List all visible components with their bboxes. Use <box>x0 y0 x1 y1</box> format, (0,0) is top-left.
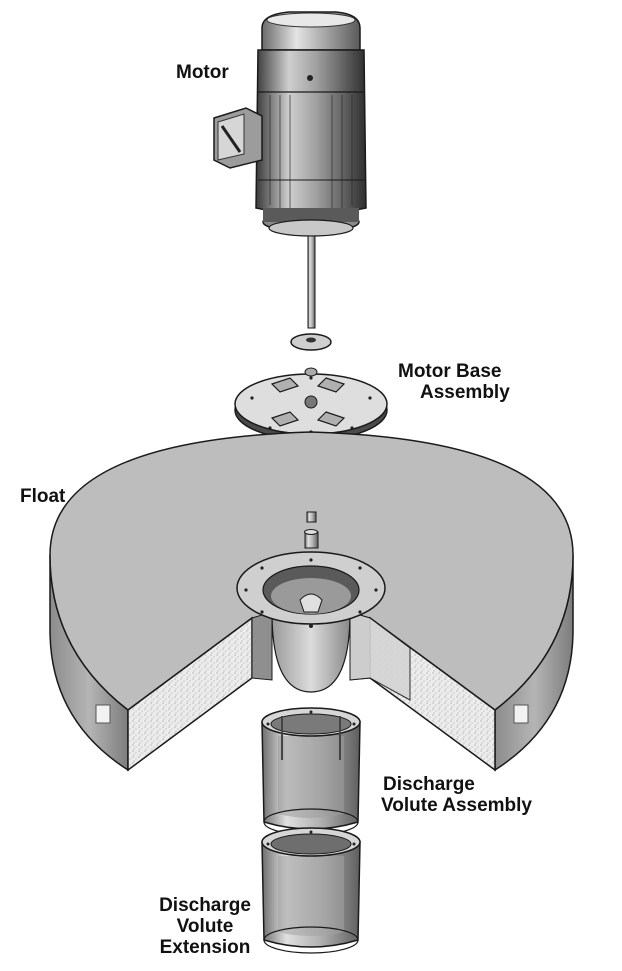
discharge-volute-assembly-label-line-1: Discharge <box>383 774 475 795</box>
discharge-volute-assembly-label: Discharge Volute Assembly <box>381 774 532 816</box>
float-label-line-1: Float <box>20 486 66 507</box>
float-label: Float <box>20 486 65 507</box>
motor-shaft <box>290 235 332 351</box>
discharge-volute-extension <box>261 827 361 954</box>
motor-base-assembly <box>234 367 388 506</box>
discharge-volute-extension-label-line-2: Volute <box>176 916 234 937</box>
motor <box>213 11 367 237</box>
float <box>49 431 574 772</box>
motor-base-assembly-label-line-1: Motor Base <box>398 361 502 382</box>
discharge-volute-assembly-label-line-2: Volute Assembly <box>381 795 532 816</box>
motor-label: Motor <box>176 62 229 83</box>
motor-label-line-1: Motor <box>176 62 229 83</box>
discharge-volute-extension-label: Discharge Volute Extension <box>150 895 260 958</box>
motor-base-assembly-label-line-2: Assembly <box>420 382 510 403</box>
discharge-volute-extension-label-line-1: Discharge <box>159 895 251 916</box>
motor-base-assembly-label: Motor Base Assembly <box>398 361 510 403</box>
discharge-volute-extension-label-line-3: Extension <box>159 937 251 958</box>
discharge-volute-assembly <box>261 707 361 836</box>
